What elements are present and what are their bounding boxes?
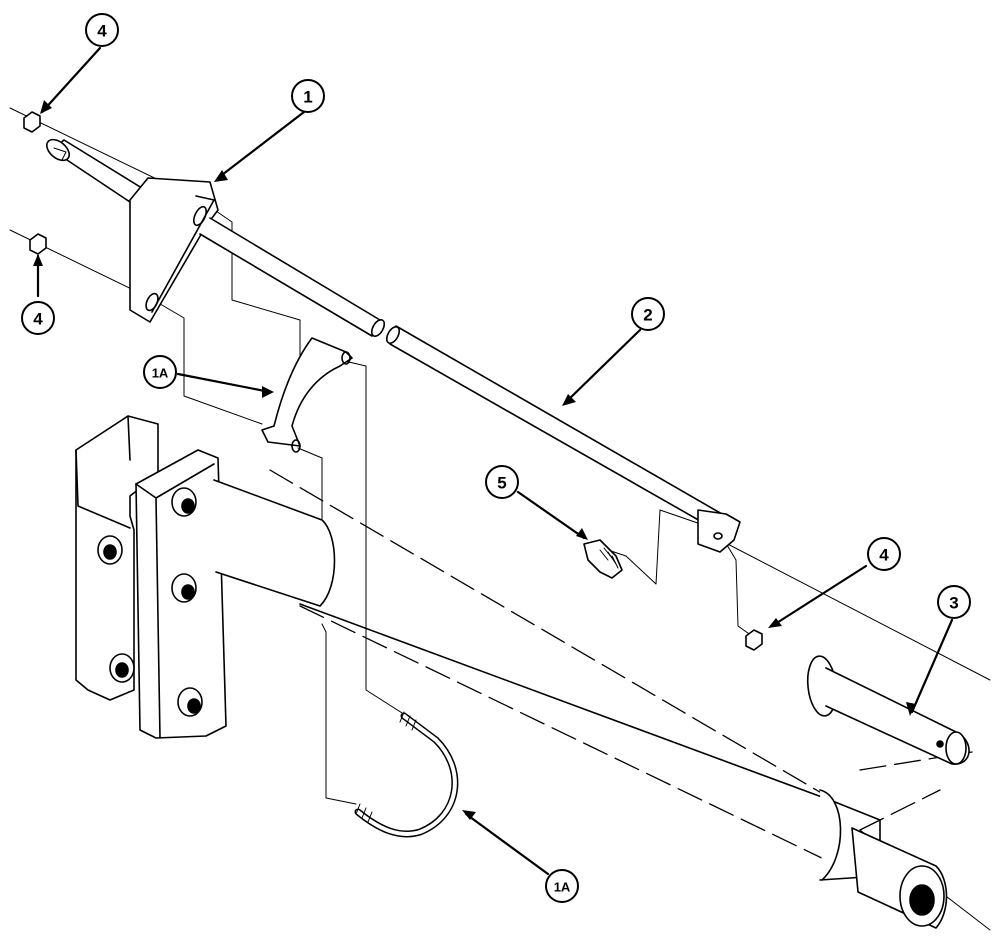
- nut-right: [745, 629, 763, 651]
- part-5-fitting: [583, 539, 623, 579]
- callout-label-2: 2: [643, 306, 652, 325]
- callout-label-4-right: 4: [879, 546, 889, 565]
- assembly-centerlines: [9, 107, 991, 931]
- callout-label-1a-top: 1A: [152, 366, 169, 381]
- callout-labels: 4 1 4 1A 2 5 4 3 1A: [33, 22, 958, 895]
- callout-label-4-topleft: 4: [97, 22, 107, 41]
- hydraulic-cylinder: [213, 479, 948, 929]
- callout-label-5: 5: [497, 474, 506, 493]
- callout-circles: [21, 13, 971, 903]
- part-1-bracket: [45, 138, 219, 323]
- callout-label-1a-bottom: 1A: [554, 880, 571, 895]
- callout-label-4-left: 4: [33, 310, 43, 329]
- part-1a-u-bolt: [354, 711, 459, 838]
- arrow-heads: [33, 100, 916, 820]
- part-3-pin: [806, 655, 970, 765]
- callout-label-3: 3: [949, 594, 958, 613]
- mounting-bracket: [75, 415, 227, 739]
- dashed-alignment-lines: [269, 469, 973, 863]
- callout-label-1: 1: [303, 88, 312, 107]
- part-2-rod: [199, 217, 741, 553]
- part-1a-saddle-clamp: [261, 337, 353, 453]
- nut-topleft: [23, 111, 41, 133]
- nut-left: [29, 233, 47, 255]
- leader-arrows: [36, 46, 954, 876]
